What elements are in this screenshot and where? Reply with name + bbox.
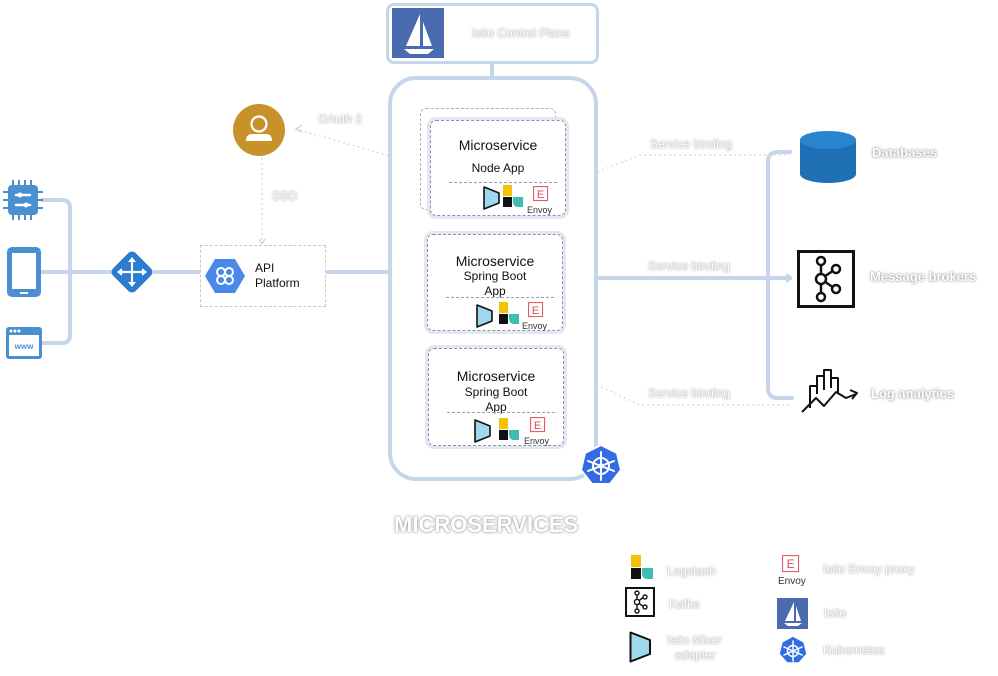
legend-mixer-icon	[629, 631, 651, 663]
kafka-icon[interactable]	[797, 250, 855, 308]
legend-envoy-icon: E	[782, 555, 800, 573]
kubernetes-icon	[579, 443, 623, 485]
legend-istio-label: Istio	[824, 606, 847, 620]
user-icon[interactable]	[232, 103, 286, 157]
envoy-label: Envoy	[522, 321, 548, 331]
svg-text:E: E	[787, 557, 795, 571]
svg-text:E: E	[537, 189, 544, 201]
api-platform-icon	[205, 259, 245, 293]
microservice-title: Microservice	[455, 253, 535, 269]
microservice-app-name: Node App	[471, 161, 525, 175]
divider	[447, 412, 555, 413]
browser-icon: www	[6, 327, 42, 359]
legend-logstash-label: Logstash	[667, 564, 716, 578]
divider	[446, 297, 554, 298]
log-analytics-label: Log analytics	[871, 386, 955, 401]
envoy-icon: E	[528, 302, 544, 318]
api-platform-label-line1: API	[255, 261, 275, 275]
control-plane-label: Istio Control Plane	[472, 26, 571, 40]
service-binding-label: Service binding	[648, 259, 731, 273]
section-title: MICROSERVICES	[394, 512, 579, 537]
mobile-icon	[7, 247, 41, 297]
svg-text:www: www	[14, 342, 34, 351]
api-platform-box[interactable]: API Platform	[200, 245, 326, 307]
legend-kafka-label: Kafka	[669, 597, 700, 611]
microservice-app-name: Spring Boot	[463, 269, 527, 283]
microservice-title: Microservice	[456, 368, 536, 384]
svg-text:E: E	[532, 305, 539, 317]
svg-text:E: E	[534, 420, 541, 432]
legend-kafka-icon	[625, 587, 655, 617]
legend-mixer-label-line1: Istio Mixer	[667, 633, 722, 647]
mixer-adapter-icon	[476, 304, 493, 328]
legend-kubernetes-icon	[778, 635, 808, 664]
network-router-icon[interactable]	[106, 246, 158, 298]
legend-mixer-label-line2: adapter	[675, 648, 716, 662]
legend-kubernetes-label: Kubernetes	[823, 643, 885, 657]
legend-envoy-icon-label: Envoy	[778, 576, 806, 587]
analytics-icon[interactable]	[800, 368, 860, 414]
legend-istio-icon	[777, 598, 808, 629]
legend-envoy-proxy-label: Istio Envoy proxy	[823, 562, 915, 576]
microservice-app-name-line2: App	[485, 400, 507, 414]
databases-label: Databases	[872, 145, 938, 160]
service-binding-label: Service binding	[648, 386, 731, 400]
logstash-icon	[499, 418, 519, 440]
sso-label: SSO	[272, 189, 298, 203]
microservice-app-name: Spring Boot	[464, 385, 528, 399]
istio-logo	[392, 8, 444, 58]
logstash-icon	[499, 302, 519, 324]
legend-logstash-icon	[631, 555, 653, 579]
microservice-app-name-line2: App	[484, 284, 506, 298]
message-brokers-label: Message brokers	[870, 269, 977, 284]
database-icon[interactable]	[799, 130, 857, 184]
logstash-icon	[503, 185, 523, 207]
mixer-adapter-icon	[474, 419, 491, 443]
envoy-icon: E	[533, 186, 549, 202]
divider	[449, 182, 557, 183]
service-binding-label: Service binding	[650, 137, 733, 151]
chip-icon	[3, 180, 43, 220]
microservice-title: Microservice	[458, 137, 538, 153]
api-platform-label-line2: Platform	[255, 276, 300, 290]
envoy-label: Envoy	[527, 205, 553, 215]
envoy-icon: E	[530, 417, 546, 433]
envoy-label: Envoy	[524, 436, 550, 446]
oauth-label: OAuth 2	[318, 112, 363, 126]
mixer-adapter-icon	[483, 186, 500, 210]
